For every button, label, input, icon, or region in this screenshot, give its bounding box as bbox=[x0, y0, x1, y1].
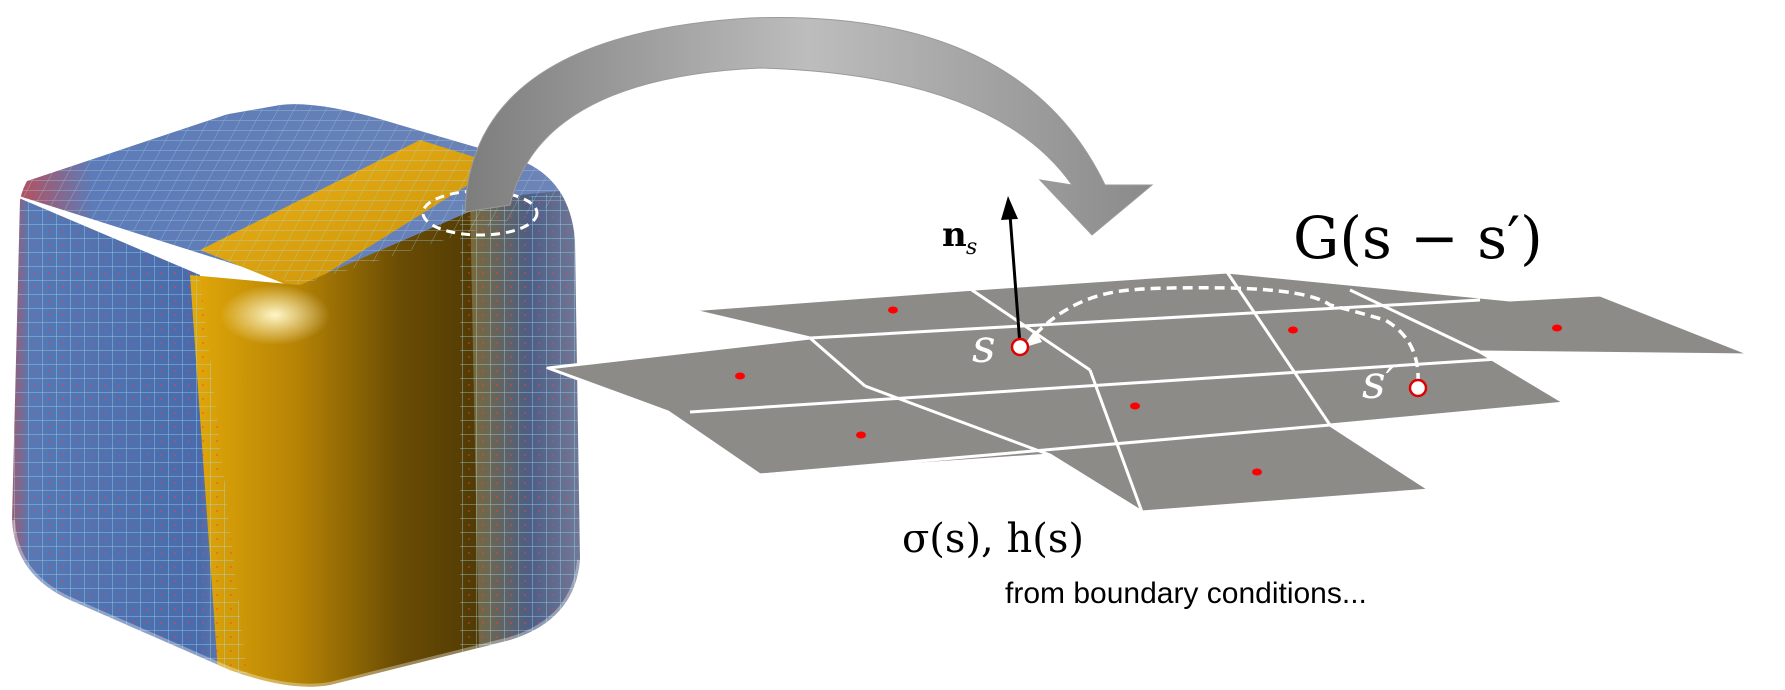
panel-mesh-surface bbox=[546, 270, 1754, 514]
point-s-prime-label: s′ bbox=[1362, 355, 1397, 409]
collocation-point bbox=[1288, 326, 1298, 334]
rounded-cube bbox=[12, 104, 580, 687]
green-function-label: G(s − s′) bbox=[1293, 204, 1543, 272]
point-s-prime-marker bbox=[1408, 378, 1428, 398]
point-s-label: s bbox=[972, 319, 996, 373]
collocation-point bbox=[1252, 468, 1262, 476]
collocation-point bbox=[856, 431, 866, 439]
normal-subscript: s bbox=[966, 235, 977, 260]
collocation-points bbox=[735, 306, 1562, 476]
boundary-quantities-label: σ(s), h(s) bbox=[902, 516, 1084, 562]
collocation-point bbox=[735, 372, 745, 380]
zoom-arrow bbox=[464, 16, 1154, 236]
collocation-point bbox=[888, 306, 898, 314]
boundary-element-panels bbox=[546, 270, 1754, 514]
caption-text: from boundary conditions... bbox=[1005, 577, 1367, 610]
collocation-point bbox=[1130, 402, 1140, 410]
normal-vector bbox=[1001, 196, 1022, 346]
collocation-point bbox=[1552, 324, 1562, 332]
point-s-marker bbox=[1010, 337, 1030, 357]
normal-label: n bbox=[942, 215, 967, 255]
